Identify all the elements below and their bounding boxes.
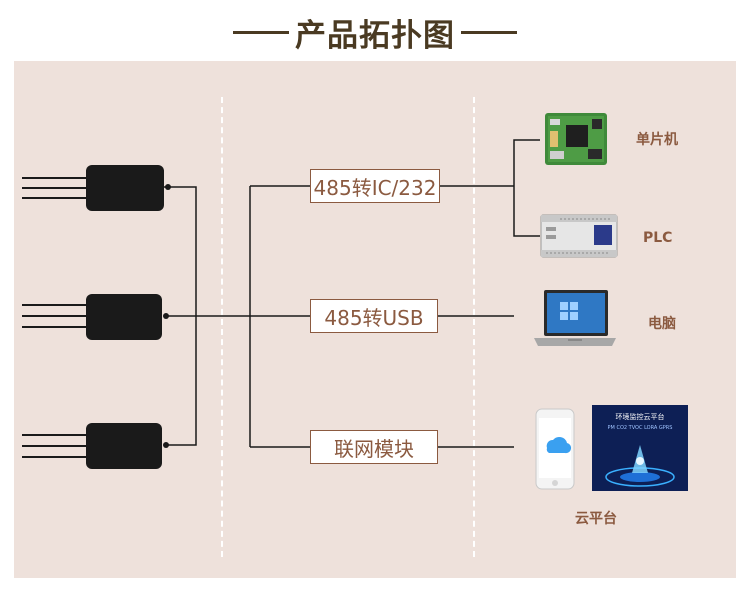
soil-sensor-1 [22, 165, 171, 211]
laptop-icon [534, 290, 616, 346]
converter-485-to-232: 485转IC/232 [310, 169, 440, 203]
plc-label: PLC [643, 230, 673, 246]
cloud-platform-screen: 环境监控云平台 PM CO2 TVOC LORA GPRS [592, 405, 688, 491]
converter-iot-module: 联网模块 [310, 430, 438, 464]
plc-icon [540, 214, 618, 258]
column-divider-left [221, 97, 223, 557]
soil-sensor-2 [22, 294, 169, 340]
cloud-globe-icon [605, 445, 675, 487]
mcu-label: 单片机 [636, 132, 678, 148]
cloud-screen-subtext: PM CO2 TVOC LORA GPRS [607, 425, 673, 431]
title-dash-left [233, 30, 289, 34]
line-to-mcu-plc [513, 139, 540, 237]
converter-485-to-usb: 485转USB [310, 299, 438, 333]
column-divider-right [473, 97, 475, 557]
mcu-board-icon [545, 113, 607, 165]
page-title: 产品拓扑图 [0, 6, 750, 58]
cloud-label: 云平台 [575, 511, 617, 527]
phone-icon [535, 408, 575, 490]
title-dash-right [461, 30, 517, 34]
cloud-screen-heading: 环境监控云平台 [615, 413, 665, 421]
soil-sensor-3 [22, 423, 169, 469]
title-text: 产品拓扑图 [295, 17, 455, 54]
pc-label: 电脑 [648, 316, 676, 332]
